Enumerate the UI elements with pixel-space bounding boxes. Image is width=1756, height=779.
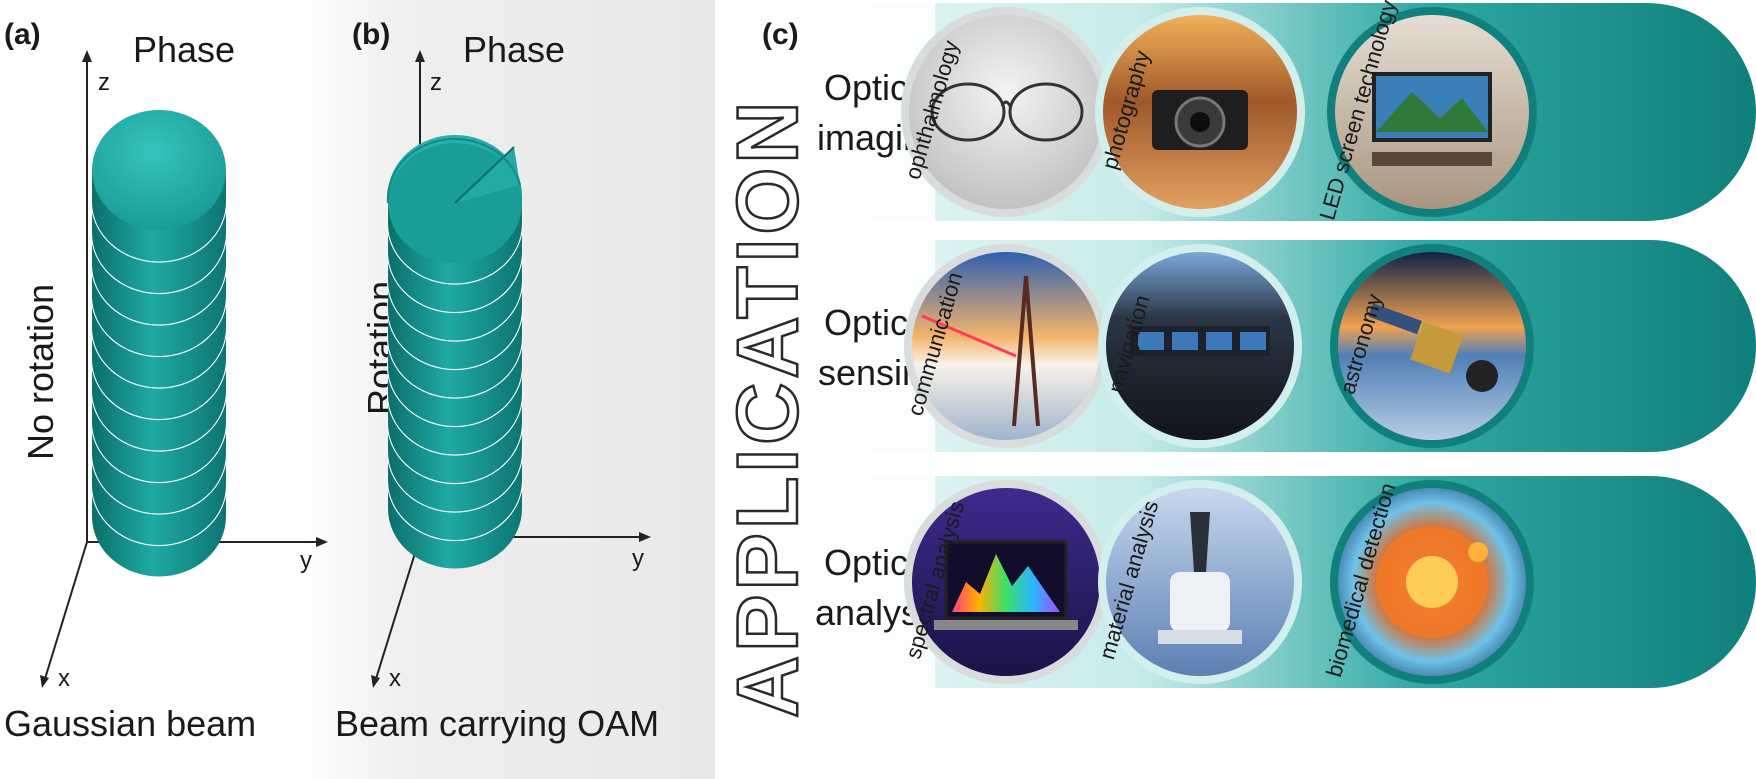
panel-c-letter: (c)	[762, 18, 799, 51]
y-arrowhead	[316, 537, 328, 547]
laptop-spectrum-photo: spectral analysis	[900, 480, 1108, 684]
cell-photo: biomedical detection	[1321, 480, 1534, 684]
photo-content	[1368, 303, 1498, 392]
photo-content	[1376, 526, 1488, 638]
oam-phase-stack	[386, 135, 524, 569]
panel-a-z-label: z	[98, 69, 110, 96]
tv-screen-photo: LED screen technology	[1314, 0, 1537, 223]
satellite-photo: astronomy	[1330, 244, 1534, 448]
photo-content	[1130, 326, 1270, 356]
x-axis	[374, 536, 421, 683]
x-arrowhead	[371, 675, 380, 688]
x-arrowhead	[40, 675, 49, 688]
panel-a-caption: Gaussian beam	[4, 703, 256, 744]
application-vertical-title: APPLICATION	[720, 97, 816, 718]
panel-b-caption: Beam carrying OAM	[335, 703, 659, 744]
panel-b-letter: (b)	[352, 18, 390, 51]
microscope-photo: material analysis	[1094, 480, 1302, 684]
panel-b-x-label: x	[389, 665, 401, 692]
z-arrowhead	[415, 50, 425, 62]
panel-a-letter: (a)	[4, 18, 41, 51]
gaussian-phase-stack	[90, 110, 228, 577]
panel-b: (b) Phase Rotation Beam carrying OAM z y…	[335, 18, 659, 744]
photo-content	[1152, 90, 1248, 150]
helical-step	[386, 138, 522, 263]
panel-c: (c) APPLICATION Opticalimagingophthalmol…	[719, 0, 1756, 719]
panel-a-x-label: x	[58, 665, 70, 692]
panel-b-y-label: y	[632, 545, 644, 572]
photo-content	[1158, 512, 1242, 644]
panel-a-y-label: y	[300, 547, 312, 574]
photo-content	[1372, 72, 1492, 166]
application-photo	[909, 15, 1103, 209]
phase-disk	[92, 110, 226, 262]
panel-a-side-label: No rotation	[20, 284, 61, 460]
photo-content	[934, 540, 1078, 630]
application-photo	[912, 252, 1100, 440]
photo-content	[921, 275, 1040, 427]
panel-a-title: Phase	[133, 29, 235, 70]
eyeglasses-photo: ophthalmology	[900, 7, 1111, 217]
y-arrowhead	[639, 532, 651, 542]
laser-tower-photo: communication	[902, 244, 1108, 448]
z-arrowhead	[82, 50, 92, 62]
panel-b-z-label: z	[430, 69, 442, 96]
x-axis	[43, 541, 88, 683]
photo-content	[930, 82, 1084, 142]
camera-photo: photography	[1095, 7, 1305, 217]
cockpit-photo: navigation	[1098, 244, 1302, 448]
panel-a: (a) Phase No rotation Gaussian beam z y …	[4, 18, 328, 744]
panel-b-title: Phase	[463, 29, 565, 70]
